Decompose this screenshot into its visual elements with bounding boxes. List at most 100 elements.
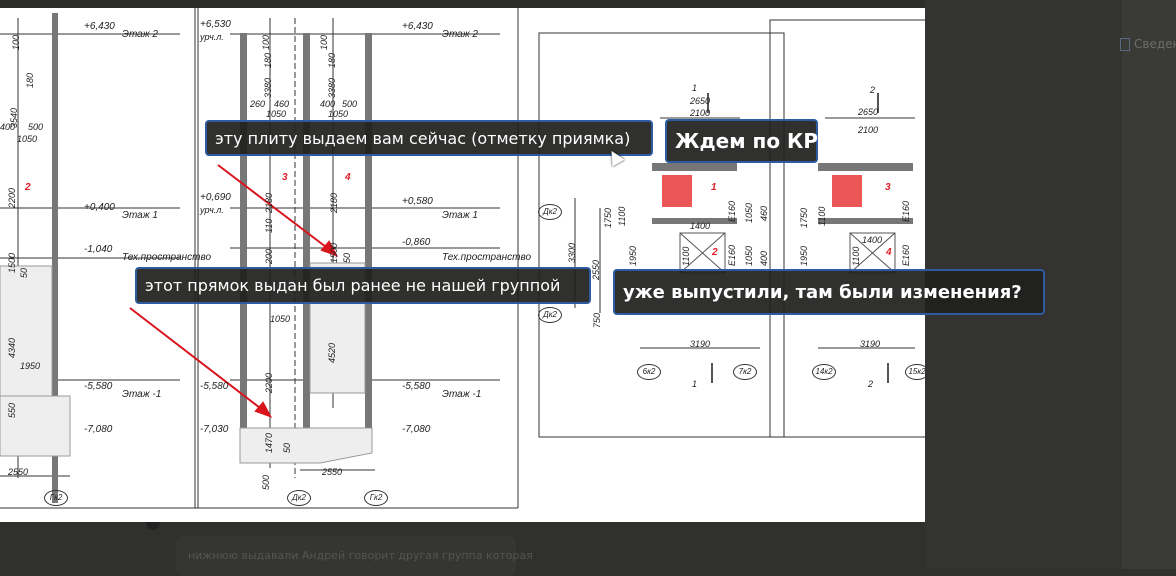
axis-marker: 7к2 [733,364,757,380]
dimension-label: 1750 [799,207,809,228]
dimension-label: 50 [19,267,29,278]
dimension-label: 500 [261,474,271,490]
room-number: 2 [25,182,31,193]
dimension-label: 50 [342,252,352,263]
dimension-label: Этаж 2 [442,29,478,40]
dimension-label: 110 [264,218,274,233]
room-number: 3 [885,182,891,193]
avatar [146,522,160,530]
dimension-label: 1100 [817,206,827,226]
arrow-line [129,307,265,412]
dimension-label: Е160 [901,200,911,222]
dimension-label: 460 [759,205,769,221]
chat-message-text: нижнюю выдавали Андрей говорит другая гр… [188,549,533,562]
dimension-label: 4520 [327,342,337,363]
dimension-label: 260 [250,99,266,109]
dimension-label: -1,040 [84,244,113,255]
dimension-label: +6,530 [200,19,231,30]
dimension-label: 200 [264,248,274,264]
dimension-label: Этаж -1 [122,389,162,400]
room-hatch [662,175,692,207]
arrow-head [320,240,339,257]
dimension-label: 400 [759,250,769,266]
plan-frame [538,32,785,438]
dimension-label: 460 [274,99,290,109]
dimension-label: 400 [0,122,16,132]
dimension-label: -5,580 [84,381,113,392]
dimension-label: +0,400 [84,202,115,213]
comment-bubble-slab[interactable]: эту плиту выдаем вам сейчас (отметку при… [205,120,653,156]
dimension-label: 1400 [690,221,711,231]
dimension-label: 1500 [7,252,17,273]
comment-bubble-question[interactable]: уже выпустили, там были изменения? [613,269,1045,315]
dimension-label: 100 [319,34,329,50]
dimension-label: +6,430 [84,21,115,32]
background-sidebar [1122,0,1176,569]
dimension-label: 1100 [681,246,691,266]
cad-drawing [0,8,925,509]
room-number: 4 [886,247,892,258]
background-sidebar-item[interactable]: Сведен [1120,37,1176,51]
comment-bubble-pit[interactable]: этот прямок выдан был ранее не нашей гру… [135,267,591,304]
room-number: 3 [282,172,288,183]
dimension-label: -7,030 [200,424,229,435]
dimension-label: Е160 [901,244,911,266]
dimension-label: 500 [342,99,358,109]
dimension-label: +0,690 [200,192,231,203]
dimension-label: 2550 [591,259,601,280]
dimension-label: 2180 [264,192,274,213]
plan-frame [769,19,925,438]
dimension-label: 1050 [266,109,287,119]
dimension-label: Этаж 2 [122,29,158,40]
dimension-label: 2180 [329,192,339,213]
document-icon [1120,37,1130,51]
room-number: 1 [711,182,717,193]
axis-marker: 15к2 [905,364,925,380]
room-number: 4 [345,172,351,183]
dimension-label: Е160 [727,244,737,266]
room-number: 2 [712,247,718,258]
axis-marker: Гк2 [44,490,68,506]
dimension-label: Этаж -1 [442,389,482,400]
dimension-label: Этаж 1 [122,210,158,221]
dimension-label: Тех.пространство [122,252,212,263]
dimension-label: 1050 [17,134,38,144]
dimension-label: 1950 [20,361,41,371]
dimension-label: -5,580 [402,381,431,392]
dimension-label: 2 [870,85,876,95]
dimension-label: Е160 [727,200,737,222]
dimension-label: -7,080 [84,424,113,435]
dimension-label: 550 [7,402,17,418]
dimension-label: 750 [592,312,602,328]
dimension-label: +0,580 [402,196,433,207]
dimension-label: 100 [11,34,21,50]
dimension-label: 2650 [858,107,879,117]
comment-text: этот прямок выдан был ранее не нашей гру… [145,276,561,295]
dimension-label: -7,080 [402,424,431,435]
dimension-label: 3190 [860,339,881,349]
dimension-label: Тех.пространство [442,252,532,263]
comment-text: Ждем по КР [675,129,819,153]
dimension-label: 1470 [264,432,274,453]
dimension-label: 2100 [690,108,711,118]
dimension-label: 100 [261,34,271,50]
dimension-label: 1950 [799,245,809,266]
room-hatch [832,175,862,207]
axis-marker: 14к2 [812,364,836,380]
comment-bubble-waiting[interactable]: Ждем по КР [665,119,818,163]
axis-marker: Дк2 [538,204,562,220]
dimension-label: 2100 [858,125,879,135]
dimension-label: 180 [327,52,337,68]
dimension-label: 2550 [322,467,343,477]
dimension-label: 1050 [270,314,291,324]
dimension-label: 400 [320,99,336,109]
dimension-label: 2200 [7,187,17,208]
dimension-label: 2650 [690,96,711,106]
axis-marker: 6к2 [637,364,661,380]
dimension-label: Этаж 1 [442,210,478,221]
dimension-label: 1750 [603,207,613,228]
dimension-label: -5,580 [200,381,229,392]
dimension-label: 3190 [690,339,711,349]
dimension-label: 1050 [744,202,754,223]
